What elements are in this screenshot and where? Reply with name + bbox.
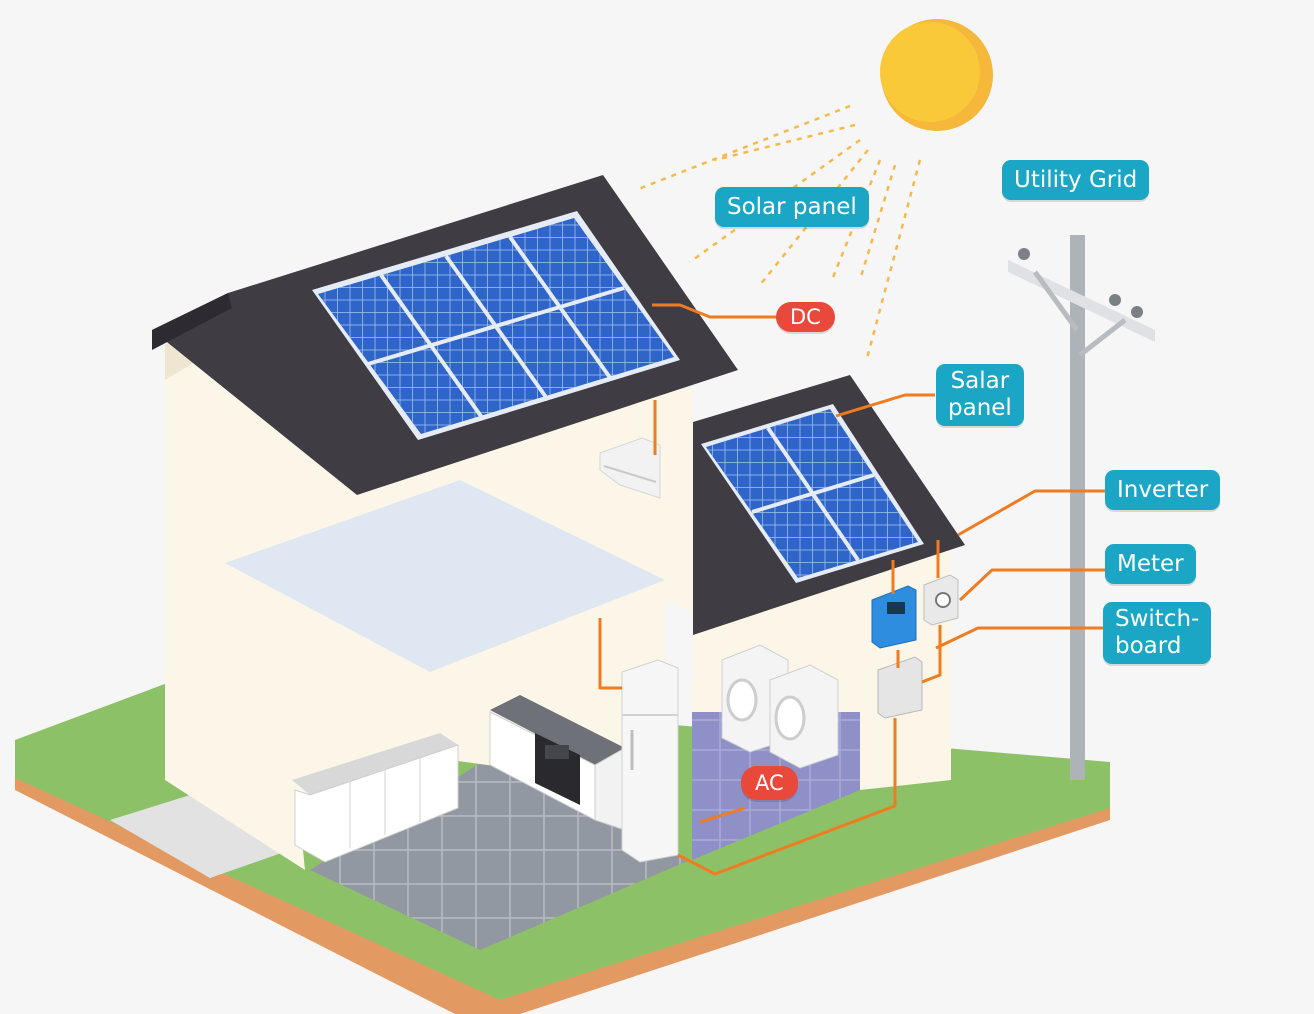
fridge-icon bbox=[621, 659, 679, 863]
kitchen-counter-right bbox=[489, 695, 626, 831]
label-switchboard-line1: Switch- bbox=[1115, 606, 1200, 632]
label-solar-panel-secondary-line2: panel bbox=[948, 395, 1012, 421]
label-solar-panel-secondary: Salar panel bbox=[936, 364, 1024, 426]
label-utility-grid: Utility Grid bbox=[1002, 160, 1150, 200]
air-conditioner-icon bbox=[599, 437, 661, 499]
meter-icon bbox=[923, 574, 959, 626]
label-solar-panel-main: Solar panel bbox=[715, 187, 869, 227]
washing-machine-icon bbox=[769, 664, 839, 769]
label-switchboard: Switch- board bbox=[1103, 602, 1212, 664]
label-meter: Meter bbox=[1105, 544, 1196, 584]
main-house bbox=[152, 175, 738, 870]
utility-pole-icon bbox=[1008, 235, 1155, 780]
wiring bbox=[598, 303, 1105, 876]
solar-panel-array-annex bbox=[701, 404, 924, 583]
switchboard-icon bbox=[877, 656, 923, 719]
ceiling-slab bbox=[225, 480, 665, 672]
sun-rays bbox=[635, 104, 922, 363]
label-solar-panel-secondary-line1: Salar bbox=[950, 368, 1010, 394]
walkway bbox=[110, 795, 290, 878]
label-dc: DC bbox=[776, 302, 835, 332]
kitchen-counter-left bbox=[292, 733, 459, 863]
label-switchboard-line2: board bbox=[1115, 633, 1182, 659]
label-ac: AC bbox=[741, 766, 798, 800]
label-inverter: Inverter bbox=[1105, 470, 1221, 510]
annex-house bbox=[692, 375, 965, 790]
solar-panel-array-main bbox=[312, 211, 680, 440]
sun-icon bbox=[880, 19, 993, 131]
inverter-icon bbox=[871, 585, 917, 649]
